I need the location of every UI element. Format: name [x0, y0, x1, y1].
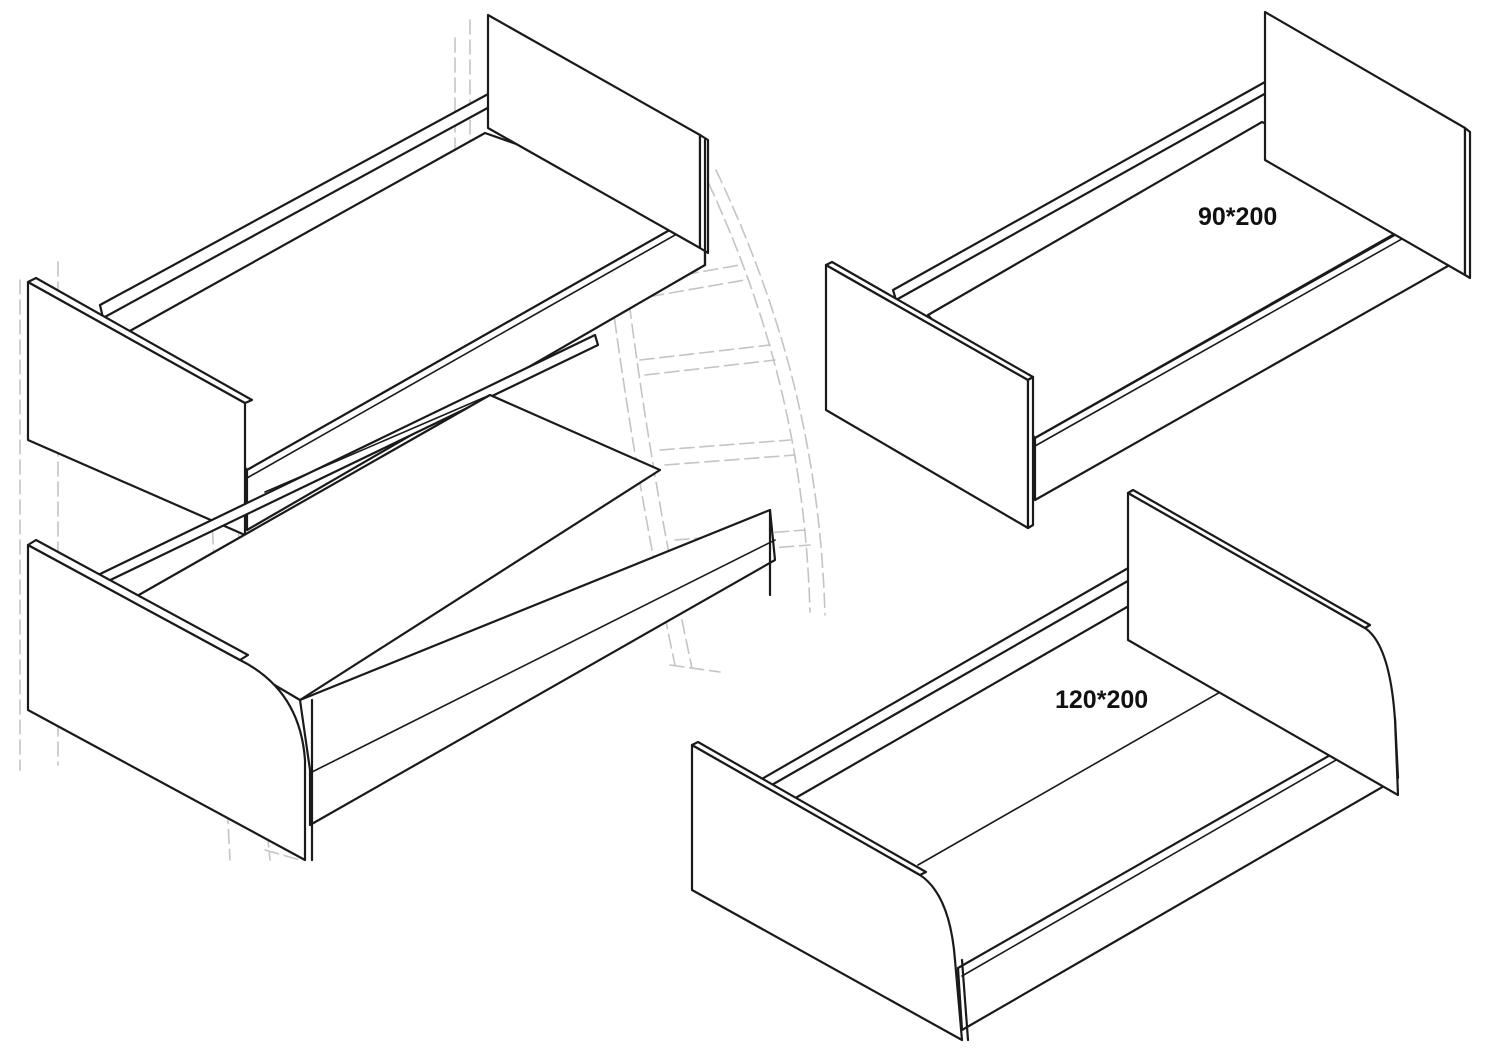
single-bed-size-label: 90*200: [1198, 203, 1277, 231]
single-bed: 90*200: [824, 10, 1472, 530]
lower-bunk: [26, 333, 777, 862]
bunk-post: [310, 138, 772, 862]
bunk-bed: [19, 13, 826, 862]
double-bed: 120*200: [690, 488, 1400, 1042]
double-bed-size-label: 120*200: [1055, 686, 1148, 714]
